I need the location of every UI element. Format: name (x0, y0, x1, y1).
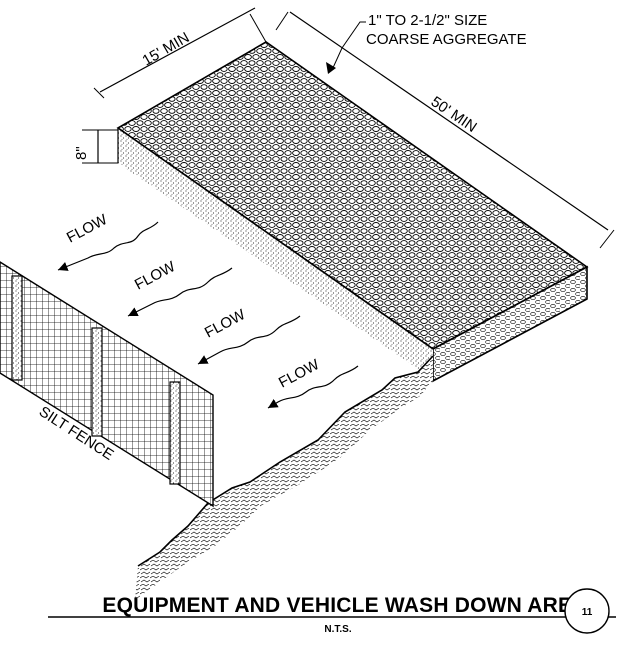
flow-label: FLOW (132, 258, 179, 294)
flow-arrow: FLOW (127, 258, 233, 317)
soil-bank (135, 355, 434, 600)
flow-arrow: FLOW (197, 306, 301, 365)
fence-mesh (0, 261, 214, 508)
aggregate-label-line1: 1" TO 2-1/2" SIZE (368, 12, 487, 29)
flow-label: FLOW (276, 356, 323, 392)
fence-post (11, 275, 23, 381)
width-dimension-label: 15' MIN (140, 29, 193, 69)
flow-label: FLOW (202, 306, 249, 342)
silt-fence: SILT FENCE (0, 261, 214, 508)
flow-label: FLOW (64, 211, 111, 247)
dimension-depth: 8" (73, 129, 118, 164)
fence-post (91, 327, 103, 437)
soil-hatch (135, 356, 433, 600)
scale-label: N.T.S. (324, 624, 351, 635)
flow-arrow: FLOW (57, 211, 159, 271)
detail-title: EQUIPMENT AND VEHICLE WASH DOWN AREA (102, 594, 587, 617)
title-block: EQUIPMENT AND VEHICLE WASH DOWN AREA N.T… (48, 588, 616, 635)
ground-line (137, 355, 434, 567)
aggregate-callout: 1" TO 2-1/2" SIZE COARSE AGGREGATE (326, 12, 527, 74)
aggregate-pad (116, 41, 589, 383)
pad-side-slope (118, 128, 433, 381)
aggregate-label-line2: COARSE AGGREGATE (366, 31, 527, 48)
depth-dimension-label: 8" (73, 146, 90, 160)
fence-post (169, 381, 181, 485)
length-dimension-label: 50' MIN (428, 93, 480, 136)
flow-arrow: FLOW (267, 356, 359, 409)
detail-number: 11 (582, 607, 593, 618)
detail-number-circle (564, 588, 610, 634)
